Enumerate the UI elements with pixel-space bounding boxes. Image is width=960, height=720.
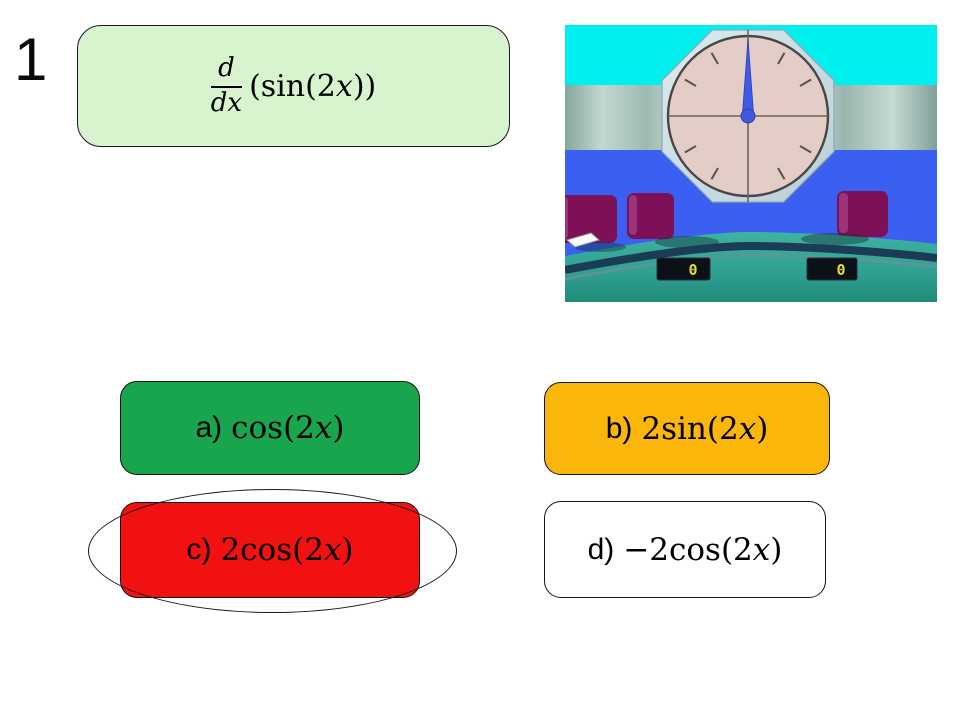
option-b-expression: 2sin(2x) [641,410,769,447]
score-right-value: 0 [836,261,845,279]
desk-shadow-right [801,233,869,245]
score-display-left [656,257,711,281]
answer-option-a[interactable]: a) cos(2x) [120,381,420,475]
desk-light-stripe [565,253,937,281]
paper [565,232,601,248]
option-a-expression: cos(2x) [231,410,345,446]
chair-middle [627,193,674,239]
option-b-label: b) [605,411,633,445]
fraction-numerator: d [218,53,235,84]
answer-option-d[interactable]: d) −2cos(2x) [544,501,826,598]
chairs [565,191,888,243]
answer-option-c[interactable]: c) 2cos(2x) [120,502,420,598]
chair-left [565,195,617,243]
slide-number: 1 [14,26,47,93]
expression-post: )) [352,68,377,104]
question-expression: (sin(2x)) [249,69,376,104]
answer-option-b[interactable]: b) 2sin(2x) [544,382,830,475]
derivative-fraction: d dx [210,53,243,118]
desk: 0 0 [565,232,937,302]
desk-shadow-left [574,242,626,252]
desk-dark-stripe [565,241,937,274]
option-a-label: a) [195,411,223,444]
option-d-expression: −2cos(2x) [623,531,783,568]
fraction-denominator: dx [210,87,243,118]
score-display-right [806,257,858,281]
expression-variable: x [335,68,353,104]
clock-hub [740,108,756,124]
chair-left-highlight [565,197,568,239]
option-c-expression: 2cos(2x) [220,532,354,568]
expression-pre: (sin(2 [249,68,336,104]
countdown-clock-svg: 0 0 [565,25,937,302]
fraction-bar [210,85,243,88]
countdown-clock-image: 0 0 [565,25,937,302]
option-d-label: d) [587,532,615,566]
clock-graphic [661,29,835,203]
score-left-value: 0 [688,261,697,279]
option-c-label: c) [186,533,212,566]
chair-right [837,191,888,237]
chair-middle-highlight [629,195,637,235]
clock-tick-marks [684,52,812,180]
chair-right-highlight [839,193,848,233]
question-card: d dx (sin(2x)) [77,25,510,147]
